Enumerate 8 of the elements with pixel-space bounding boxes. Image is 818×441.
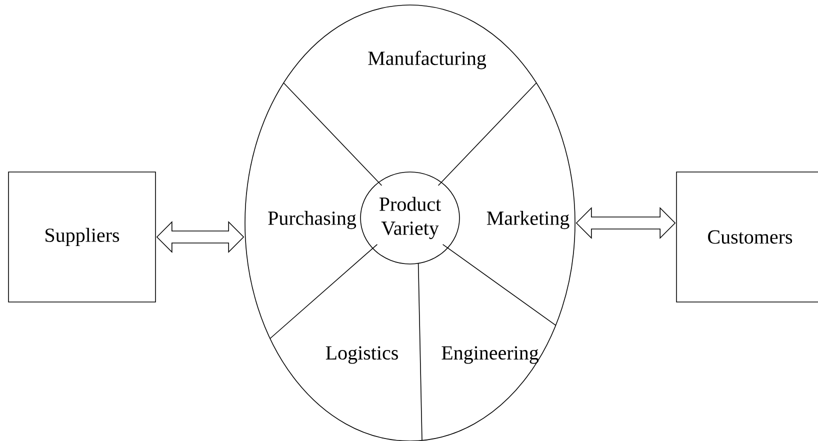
sector-label: Logistics (326, 346, 398, 364)
sector-label: Engineering (442, 346, 538, 364)
sector-label: Manufacturing (368, 50, 486, 70)
sector-label: Marketing (486, 210, 570, 230)
entity-box: Customers (676, 172, 818, 302)
function-circle (244, 4, 576, 441)
entity-box: Suppliers (8, 172, 156, 302)
sector-label: Purchasing (268, 210, 356, 230)
